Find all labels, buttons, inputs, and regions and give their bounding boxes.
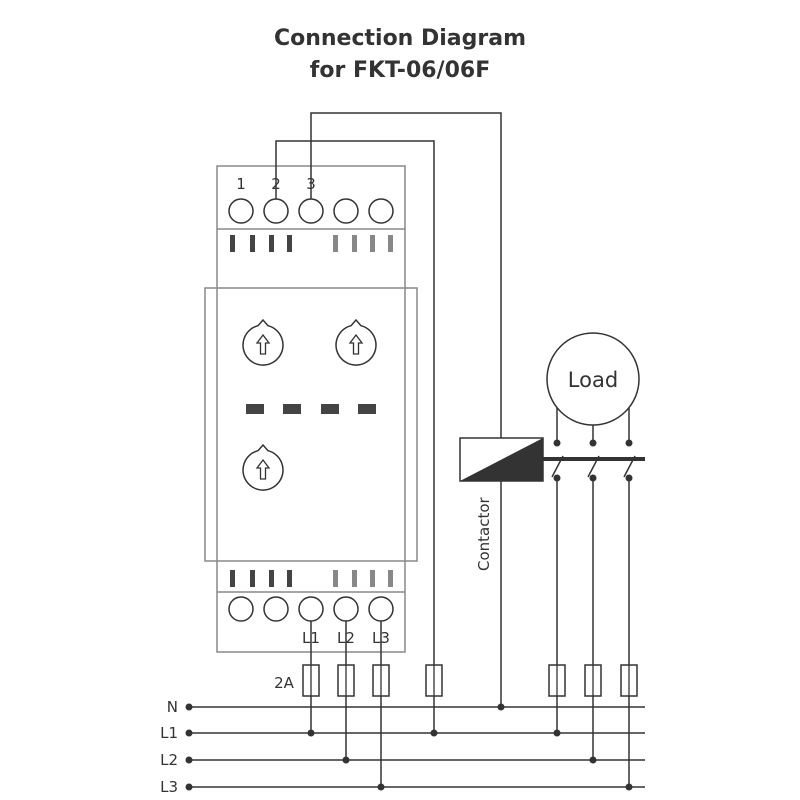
screw-terminal — [368, 198, 394, 224]
bus-label-l3: L3 — [160, 778, 178, 796]
screw-terminal — [263, 198, 289, 224]
wire-terminal-3-to-contactor — [310, 112, 502, 438]
screw-terminal — [368, 596, 394, 622]
bottom-screw-terminals — [228, 596, 394, 622]
contactor-label: Contactor — [475, 496, 493, 571]
junction-dots — [185, 439, 633, 791]
screw-terminal — [333, 198, 359, 224]
load-label: Load — [568, 368, 618, 392]
knob-icon — [242, 318, 284, 366]
load-circle — [546, 332, 640, 426]
screw-terminal — [298, 198, 324, 224]
terminal-label-1: 1 — [236, 175, 246, 193]
adjustment-knobs — [242, 318, 377, 491]
wiring — [275, 112, 636, 787]
fuse-rating-label: 2A — [274, 674, 295, 692]
relay-device — [204, 165, 418, 653]
bus-label-n: N — [167, 698, 178, 716]
led-indicators — [246, 404, 376, 414]
diagram-title-line-1: Connection Diagram — [273, 26, 527, 51]
knob-icon — [335, 318, 377, 366]
supply-bus-lines — [189, 706, 645, 788]
diagram-title-line-2: for FKT-06/06F — [309, 58, 491, 83]
screw-terminal — [333, 596, 359, 622]
contactor-coil — [459, 437, 544, 482]
screw-terminal — [263, 596, 289, 622]
wire-terminal-2-to-fuse — [275, 140, 435, 665]
screw-terminal — [228, 198, 254, 224]
screw-terminal — [228, 596, 254, 622]
top-screw-terminals — [228, 198, 394, 224]
fuses — [302, 664, 638, 697]
device-front-panel — [204, 287, 418, 562]
screw-terminal — [298, 596, 324, 622]
device-housing — [216, 165, 406, 653]
bus-label-l2: L2 — [160, 751, 178, 769]
bottom-vent-slots — [230, 570, 393, 587]
top-vent-slots — [230, 235, 393, 252]
knob-icon — [242, 443, 284, 491]
bus-label-l1: L1 — [160, 724, 178, 742]
fuse-elements — [310, 665, 630, 696]
